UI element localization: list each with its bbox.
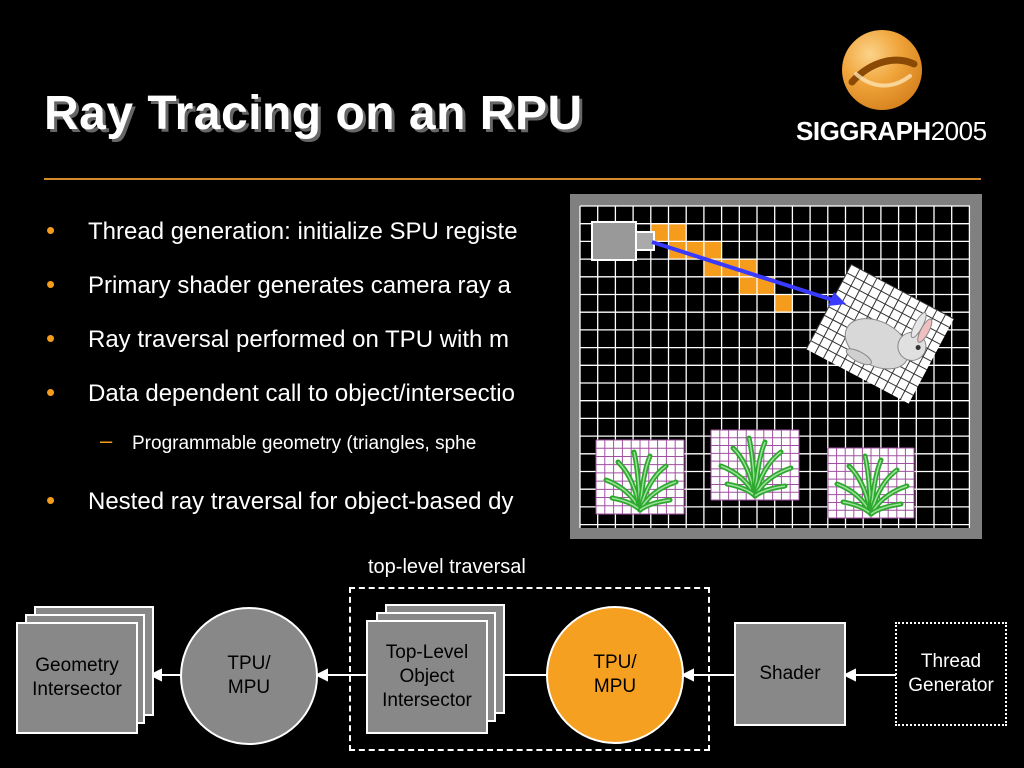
bullet-dot-icon: • — [46, 215, 56, 245]
top-level-traversal-region — [349, 587, 710, 751]
bullet-item: •Data dependent call to object/intersect… — [46, 377, 515, 407]
bullet-list: •Thread generation: initialize SPU regis… — [44, 215, 1024, 542]
siggraph-logo: SIGGRAPH2005 — [790, 30, 990, 150]
plant-object — [827, 447, 915, 519]
bullet-item: •Nested ray traversal for object-based d… — [46, 485, 514, 515]
plant-icon — [718, 435, 794, 499]
traversed-cell — [668, 223, 687, 242]
shader-node: Shader — [734, 622, 846, 726]
camera-icon — [591, 221, 655, 261]
bullet-item: •Primary shader generates camera ray a — [46, 269, 511, 299]
grid-svg — [579, 205, 971, 528]
plant-icon — [834, 453, 910, 517]
traversed-cell — [774, 294, 793, 313]
tpu-mpu-node-right: TPU/ MPU — [546, 606, 684, 744]
plant-icon — [603, 449, 679, 513]
top-level-object-intersector-node: Top-Level Object Intersector — [366, 620, 488, 734]
top-level-traversal-label: top-level traversal — [368, 556, 526, 578]
bullet-item: •Ray traversal performed on TPU with m — [46, 323, 510, 353]
traversed-cell — [650, 223, 669, 242]
uniform-grid-illustration — [570, 194, 982, 539]
dash-bullet-icon: – — [100, 428, 113, 453]
geometry-intersector-node: Geometry Intersector — [16, 622, 138, 734]
rabbit-object — [805, 263, 954, 404]
bullet-dot-icon: • — [46, 323, 56, 353]
traversed-cell — [703, 241, 722, 260]
bullet-dot-icon: • — [46, 485, 56, 515]
bullet-dot-icon: • — [46, 377, 56, 407]
ray-arrow — [651, 240, 846, 306]
bullet-dot-icon: • — [46, 269, 56, 299]
sub-bullet-item: –Programmable geometry (triangles, sphe — [100, 428, 477, 454]
logo-wordmark: SIGGRAPH2005 — [796, 116, 987, 146]
thread-generator-node: Thread Generator — [895, 622, 1007, 726]
slide-title: Ray Tracing on an RPU — [44, 87, 583, 140]
title-divider — [44, 178, 981, 180]
traversed-cell — [739, 276, 757, 295]
plant-object — [595, 439, 685, 515]
plant-object — [710, 429, 800, 501]
bullet-item: •Thread generation: initialize SPU regis… — [46, 215, 518, 245]
logo-swirl-icon — [842, 30, 922, 110]
tpu-mpu-node-left: TPU/ MPU — [180, 607, 318, 745]
rabbit-icon — [844, 312, 933, 370]
